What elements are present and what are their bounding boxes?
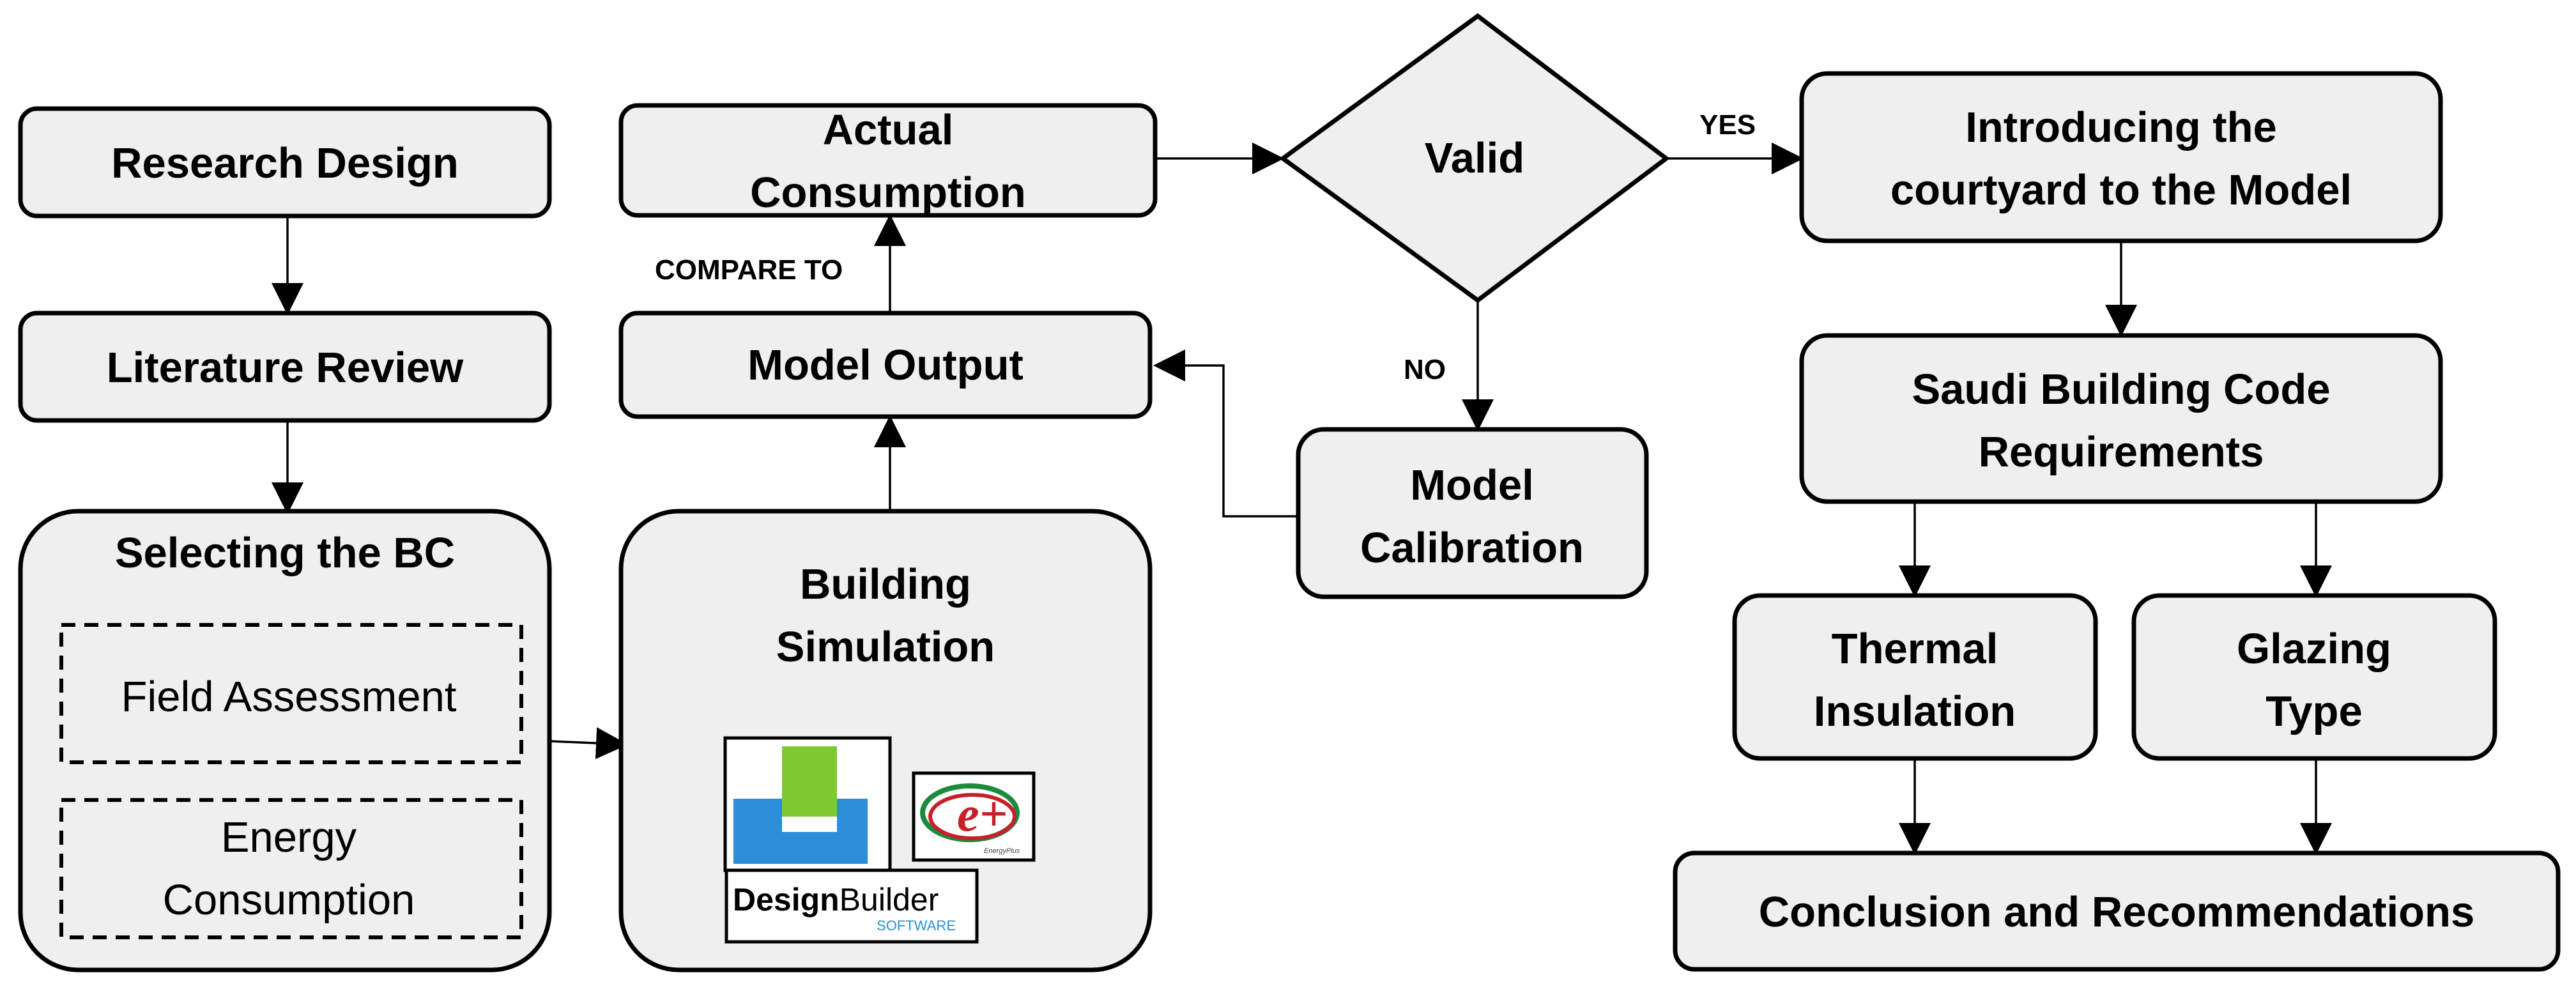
actual-consumption-box: Actual Consumption	[618, 103, 1158, 218]
saudi-building-code-box: Saudi Building Code Requirements	[1799, 333, 2443, 504]
field-assessment-box	[59, 623, 523, 764]
arrow-calibration-to-output	[1153, 350, 1297, 518]
research-design-label: Research Design	[111, 139, 459, 187]
model-calibration-label-line2: Calibration	[1360, 524, 1584, 572]
model-output-label: Model Output	[747, 341, 1023, 389]
selecting-bc-label: Selecting the BC	[115, 529, 455, 577]
introducing-courtyard-label-line1: Introducing the	[1965, 104, 2277, 151]
energyplus-wordmark: EnergyPlus	[984, 847, 1020, 855]
glazing-type-label-line1: Glazing	[2237, 625, 2391, 673]
model-output-box: Model Output	[618, 311, 1153, 419]
building-simulation-label-line1: Building	[800, 560, 971, 608]
building-simulation-label-line2: Simulation	[776, 623, 995, 671]
designbuilder-logo: DesignBuilder SOFTWARE	[723, 736, 979, 944]
energyplus-logo: e+ EnergyPlus	[912, 771, 1036, 862]
introducing-courtyard-box: Introducing the courtyard to the Model	[1799, 71, 2443, 243]
saudi-building-code-label-line2: Requirements	[1979, 428, 2264, 476]
field-assessment-label: Field Assessment	[121, 673, 456, 721]
energy-consumption-label-line1: Energy	[221, 813, 357, 861]
conclusion-label: Conclusion and Recommendations	[1759, 888, 2475, 936]
arrow-selecting-to-simulation	[550, 727, 628, 760]
actual-consumption-label-line1: Actual	[823, 106, 954, 154]
edge-label-compare-to: COMPARE TO	[655, 254, 843, 286]
thermal-insulation-label-line1: Thermal	[1832, 625, 1998, 673]
selecting-bc-box: Selecting the BC Field Assessment Energy…	[18, 509, 552, 972]
literature-review-box: Literature Review	[18, 311, 552, 423]
edge-label-no: NO	[1404, 354, 1446, 385]
saudi-building-code-label-line1: Saudi Building Code	[1912, 365, 2330, 413]
designbuilder-wordmark: DesignBuilder	[733, 882, 939, 918]
model-calibration-label-line1: Model	[1410, 461, 1534, 509]
energyplus-glyph: e+	[957, 786, 1008, 842]
thermal-insulation-box: Thermal Insulation	[1732, 593, 2098, 761]
thermal-insulation-label-line2: Insulation	[1814, 688, 2016, 735]
valid-decision: Valid	[1279, 13, 1670, 304]
glazing-type-box: Glazing Type	[2131, 593, 2497, 761]
literature-review-label: Literature Review	[107, 344, 464, 392]
designbuilder-subtitle: SOFTWARE	[877, 918, 956, 934]
research-design-box: Research Design	[18, 106, 552, 219]
connectors	[272, 142, 2332, 855]
conclusion-box: Conclusion and Recommendations	[1673, 850, 2561, 972]
glazing-type-label-line2: Type	[2266, 688, 2362, 735]
edge-label-yes: YES	[1699, 109, 1756, 141]
introducing-courtyard-label-line2: courtyard to the Model	[1890, 166, 2352, 214]
building-simulation-box: Building Simulation DesignBuilder SOFTWA…	[618, 509, 1153, 972]
model-calibration-box: Model Calibration	[1296, 427, 1649, 599]
valid-label: Valid	[1425, 134, 1524, 182]
energy-consumption-box	[59, 798, 523, 939]
actual-consumption-label-line2: Consumption	[750, 169, 1026, 217]
energy-consumption-label-line2: Consumption	[163, 876, 415, 924]
